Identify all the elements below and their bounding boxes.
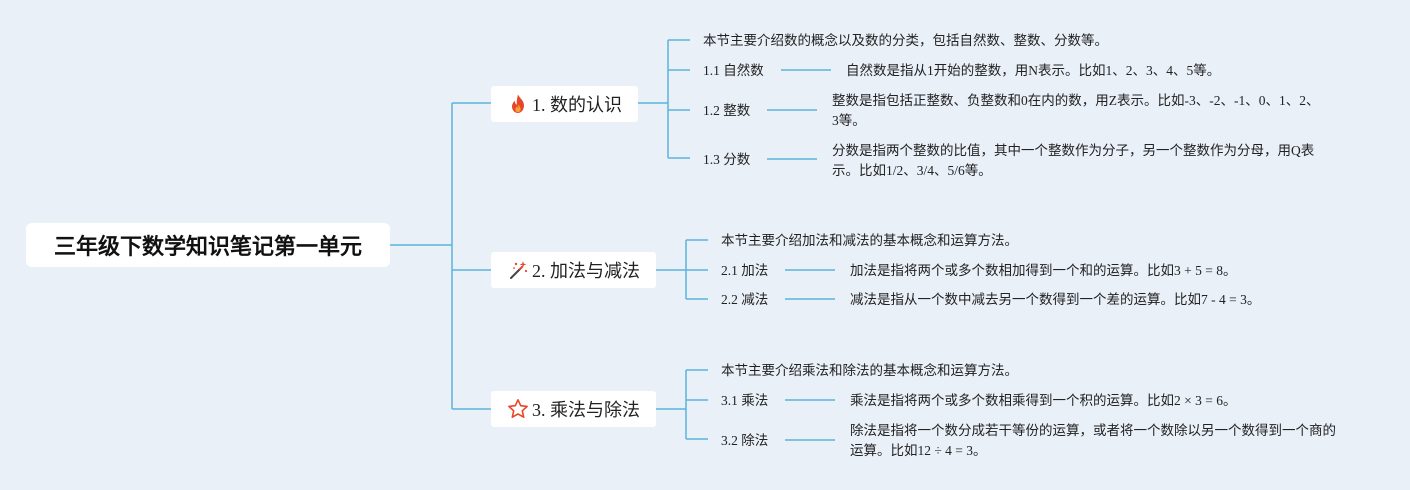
branch-1-intro: 本节主要介绍数的概念以及数的分类，包括自然数、整数、分数等。 (703, 33, 1108, 48)
topic-3-1-label[interactable]: 3.1 乘法 (721, 393, 769, 408)
topic-1-3-desc: 分数是指两个整数的比值，其中一个整数作为分子，另一个整数作为分母，用Q表示。比如… (832, 143, 1315, 178)
topic-2-1-desc: 加法是指将两个或多个数相加得到一个和的运算。比如3 + 5 = 8。 (850, 263, 1237, 278)
magic-wand-icon (507, 259, 529, 281)
root-title: 三年级下数学知识笔记第一单元 (53, 234, 362, 259)
topic-1-2-desc: 整数是指包括正整数、负整数和0在内的数，用Z表示。比如-3、-2、-1、0、1、… (832, 93, 1320, 128)
topic-1-2-label[interactable]: 1.2 整数 (703, 103, 751, 118)
branch-multiplication-division[interactable]: 3. 乘法与除法 (491, 391, 656, 427)
fire-icon (507, 93, 529, 115)
topic-3-2-label[interactable]: 3.2 除法 (721, 433, 769, 448)
branch-label: 3. 乘法与除法 (532, 400, 640, 420)
branch-addition-subtraction[interactable]: 2. 加法与减法 (491, 252, 656, 288)
topic-3-2-desc: 除法是指将一个数分成若干等份的运算，或者将一个数除以另一个数得到一个商的运算。比… (850, 423, 1336, 458)
branch-2-intro: 本节主要介绍加法和减法的基本概念和运算方法。 (721, 233, 1018, 248)
star-icon (507, 398, 529, 420)
topic-2-2-label[interactable]: 2.2 减法 (721, 292, 769, 307)
topic-1-3-label[interactable]: 1.3 分数 (703, 152, 751, 167)
branch-label: 2. 加法与减法 (532, 261, 640, 281)
branch-label: 1. 数的认识 (532, 95, 622, 115)
branch-number-recognition[interactable]: 1. 数的认识 (491, 86, 638, 122)
branch-3-intro: 本节主要介绍乘法和除法的基本概念和运算方法。 (721, 363, 1018, 378)
topic-2-1-label[interactable]: 2.1 加法 (721, 263, 769, 278)
root-topic[interactable]: 三年级下数学知识笔记第一单元 (26, 223, 390, 267)
topic-1-1-desc: 自然数是指从1开始的整数，用N表示。比如1、2、3、4、5等。 (846, 63, 1221, 78)
topic-1-1-label[interactable]: 1.1 自然数 (703, 63, 764, 78)
topic-3-1-desc: 乘法是指将两个或多个数相乘得到一个积的运算。比如2 × 3 = 6。 (850, 393, 1237, 408)
topic-2-2-desc: 减法是指从一个数中减去另一个数得到一个差的运算。比如7 - 4 = 3。 (850, 292, 1261, 307)
